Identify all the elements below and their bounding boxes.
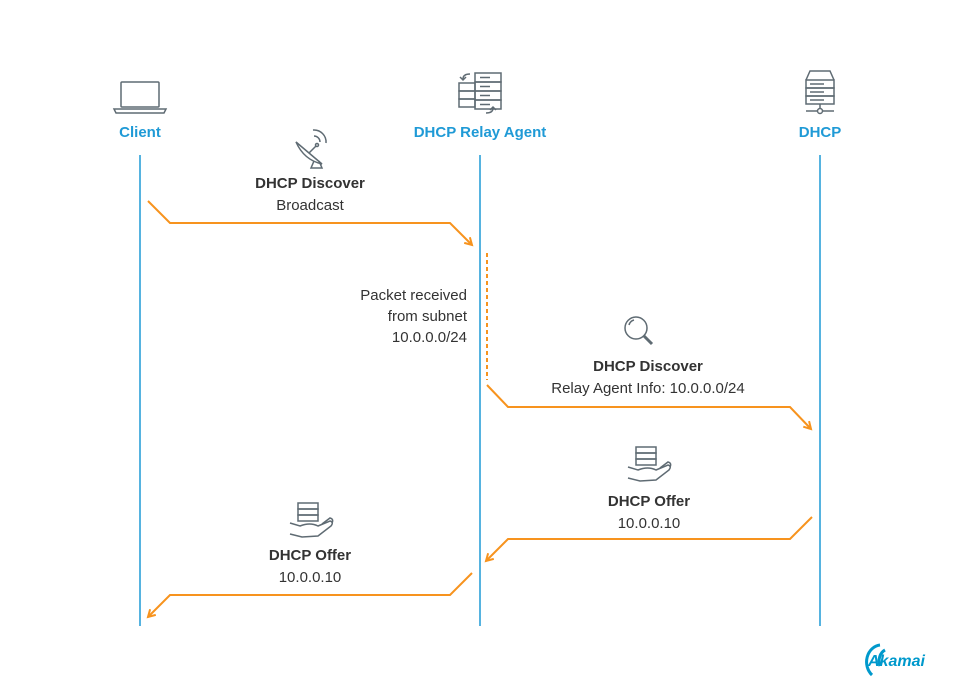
relay-note: Packet received from subnet 10.0.0.0/24 bbox=[300, 285, 467, 348]
magnifier-icon bbox=[624, 316, 654, 346]
server-sync-icon bbox=[458, 72, 502, 114]
note-line-2: from subnet bbox=[387, 308, 467, 325]
note-line-1: Packet received bbox=[360, 287, 467, 304]
arrow-dhcp-discover-relay bbox=[486, 384, 811, 429]
message-detail-relay-info: Relay Agent Info: 10.0.0.0/24 bbox=[551, 380, 745, 397]
message-title-discover-relay: DHCP Discover bbox=[593, 358, 703, 375]
actor-label-relay-agent: DHCP Relay Agent bbox=[413, 124, 547, 141]
akamai-logo-text: Akamai bbox=[868, 653, 925, 670]
message-title-discover-broadcast: DHCP Discover bbox=[255, 175, 365, 192]
message-detail-offer-ip-relay: 10.0.0.10 bbox=[617, 515, 681, 532]
satellite-dish-icon bbox=[295, 129, 327, 169]
actor-label-dhcp-server: DHCP bbox=[798, 124, 842, 141]
message-detail-broadcast: Broadcast bbox=[276, 197, 344, 214]
arrow-dhcp-offer-to-client bbox=[148, 572, 473, 617]
message-title-offer-to-relay: DHCP Offer bbox=[607, 493, 691, 510]
note-line-3: 10.0.0.0/24 bbox=[391, 329, 467, 346]
laptop-icon bbox=[112, 81, 168, 114]
server-hand-icon bbox=[289, 502, 334, 538]
arrow-dhcp-offer-to-relay bbox=[486, 516, 813, 561]
message-title-offer-to-client: DHCP Offer bbox=[268, 547, 352, 564]
server-icon bbox=[805, 70, 835, 115]
akamai-logo-icon bbox=[865, 643, 886, 677]
message-detail-offer-ip-client: 10.0.0.10 bbox=[278, 569, 342, 586]
actor-label-client: Client bbox=[119, 124, 161, 141]
server-hand-icon bbox=[627, 446, 672, 482]
arrow-dhcp-discover-broadcast bbox=[147, 200, 472, 245]
